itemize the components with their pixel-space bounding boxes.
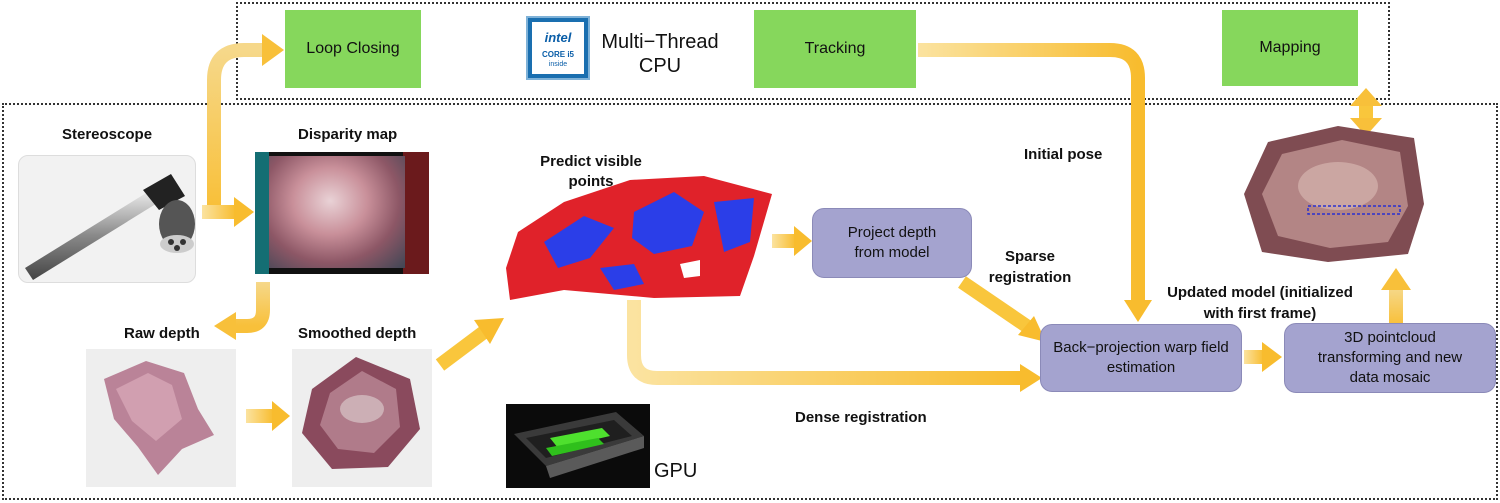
mapping-box: Mapping xyxy=(1222,10,1358,86)
tissue-model-image xyxy=(1238,124,1430,264)
arrow-head-point-cloud xyxy=(474,318,504,344)
mapping-label: Mapping xyxy=(1259,39,1321,56)
pointcloud-label: 3D pointcloud transforming and new data … xyxy=(1317,329,1463,386)
cpu-label-line2: CPU xyxy=(638,55,682,77)
arrow-head-mapping-up xyxy=(1350,88,1382,106)
updated-model-label: Updated model (initialized with first fr… xyxy=(1167,284,1353,322)
arrow-head-loop-closing xyxy=(262,34,284,66)
back-projection-box: Back−projection warp field estimation xyxy=(1040,324,1242,392)
arrow-head-sparse xyxy=(1018,316,1046,342)
smoothed-depth-image xyxy=(292,349,432,487)
intel-inside: inside xyxy=(548,61,568,68)
disparity-map-label: Disparity map xyxy=(298,126,398,143)
arrow-head-mapping-down xyxy=(1350,118,1382,136)
arrow-to-point-cloud xyxy=(435,326,489,371)
loop-closing-label: Loop Closing xyxy=(306,40,400,57)
gpu-region-border xyxy=(2,103,1498,500)
tracking-label: Tracking xyxy=(804,40,866,57)
intel-wordmark: intel xyxy=(544,30,572,45)
cpu-label-line1: Multi−Thread xyxy=(601,31,719,53)
arrow-to-pointcloud xyxy=(1244,350,1264,364)
raw-depth-label: Raw depth xyxy=(124,325,200,342)
project-depth-box: Project depth from model xyxy=(812,208,972,278)
back-projection-label: Back−projection warp field estimation xyxy=(1053,339,1229,376)
arrow-initial-pose xyxy=(918,43,1145,300)
arrow-head-initial-pose xyxy=(1124,300,1152,322)
predict-label: Predict visible points xyxy=(540,153,642,190)
arrow-to-loop-closing xyxy=(207,43,264,205)
arrow-sparse-registration xyxy=(958,276,1032,333)
stereoscope-image xyxy=(18,155,196,283)
arrow-to-project-depth xyxy=(772,234,796,248)
disparity-map-image xyxy=(255,152,429,274)
intel-model: CORE i5 xyxy=(541,50,574,59)
arrow-head-raw-depth xyxy=(214,312,236,340)
stereoscope-label: Stereoscope xyxy=(62,126,153,143)
initial-pose-label: Initial pose xyxy=(1024,146,1103,163)
smoothed-depth-label: Smoothed depth xyxy=(298,325,417,342)
arrow-to-smoothed xyxy=(246,409,274,423)
sparse-registration-label: Sparse registration xyxy=(988,248,1072,286)
tracking-box: Tracking xyxy=(754,10,916,88)
arrow-head-disparity xyxy=(234,197,254,227)
arrow-head-dense xyxy=(1020,364,1042,392)
arrow-head-updated-model xyxy=(1381,268,1411,290)
raw-depth-cloud xyxy=(86,349,236,487)
arrow-to-updated-model xyxy=(1389,288,1403,324)
arrow-dense-registration xyxy=(627,300,1022,385)
arrow-head-smoothed xyxy=(272,401,290,431)
arrow-to-disparity xyxy=(202,205,236,219)
gpu-card-image xyxy=(506,404,650,488)
arrow-head-project-depth xyxy=(794,226,812,256)
pointcloud-box: 3D pointcloud transforming and new data … xyxy=(1284,323,1496,393)
dense-registration-label: Dense registration xyxy=(795,409,927,426)
arrow-to-raw-depth xyxy=(232,282,270,333)
intel-cpu-logo: intel CORE i5 inside xyxy=(526,16,590,80)
predicted-points-cloud xyxy=(504,172,774,304)
project-depth-label: Project depth from model xyxy=(847,224,937,261)
gpu-label: GPU xyxy=(654,460,698,482)
arrow-mapping-model xyxy=(1359,104,1373,120)
loop-closing-box: Loop Closing xyxy=(285,10,421,88)
cpu-label: Multi−Thread CPU xyxy=(592,30,728,78)
arrow-head-pointcloud xyxy=(1262,342,1282,372)
